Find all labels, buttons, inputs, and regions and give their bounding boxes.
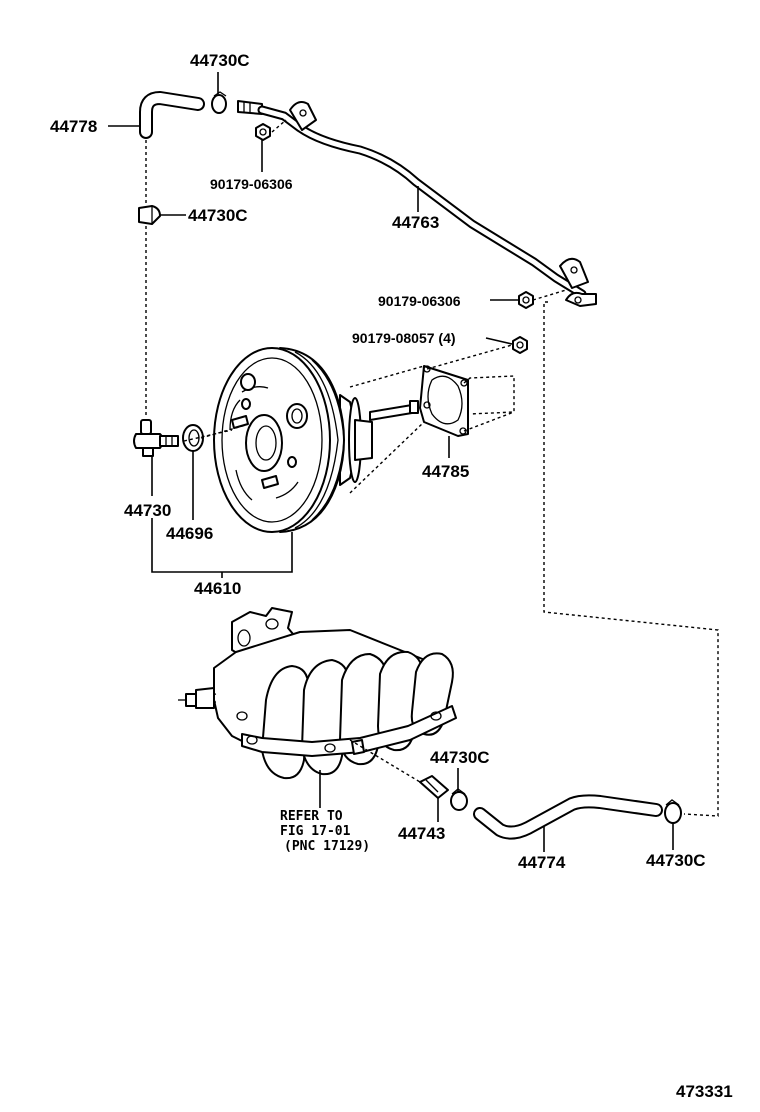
reference-note: REFER TO FIG 17-01 (PNC 17129) (280, 809, 370, 854)
reference-note-line1: REFER TO (280, 809, 343, 824)
intake-manifold (178, 607, 457, 780)
gasket-44785 (419, 365, 469, 437)
hose-routing-dashed-lines (145, 119, 719, 817)
label-44696: 44696 (166, 524, 213, 543)
label-44774: 44774 (518, 853, 566, 872)
label-44730c-top: 44730C (190, 51, 250, 70)
label-44730c-bottom: 44730C (646, 851, 706, 870)
hose-44774 (473, 794, 663, 840)
nut-90179-08057 (512, 336, 528, 354)
clamp-44730c-bottom (664, 799, 682, 824)
clamp-44730c-top (211, 91, 227, 114)
label-90179-08057: 90179-08057 (4) (352, 330, 456, 346)
clamp-44730c-lower (450, 788, 468, 811)
diagram-id-number: 473331 (676, 1082, 733, 1101)
vacuum-pipe-44763 (257, 101, 597, 307)
leader-lines (108, 72, 674, 852)
label-44730c-mid: 44730C (188, 206, 248, 225)
label-44730: 44730 (124, 501, 171, 520)
hose-44778 (139, 91, 205, 139)
grommet-44696 (182, 424, 204, 452)
label-44763: 44763 (392, 213, 439, 232)
clamp-44730c-mid (138, 205, 161, 225)
brake-booster-44610 (213, 347, 419, 533)
nut-90179-06306-top (255, 123, 271, 141)
label-44778: 44778 (50, 117, 97, 136)
nut-90179-06306-right (518, 291, 534, 309)
label-44730c-lower: 44730C (430, 748, 490, 767)
reference-note-line3: (PNC 17129) (284, 839, 370, 854)
label-44743: 44743 (398, 824, 445, 843)
label-90179-06306-top: 90179-06306 (210, 176, 293, 192)
union-44743 (419, 775, 449, 799)
label-44610: 44610 (194, 579, 241, 598)
label-44785: 44785 (422, 462, 469, 481)
label-90179-06306-right: 90179-06306 (378, 293, 461, 309)
check-valve-44730 (133, 419, 179, 457)
reference-note-line2: FIG 17-01 (280, 824, 351, 839)
